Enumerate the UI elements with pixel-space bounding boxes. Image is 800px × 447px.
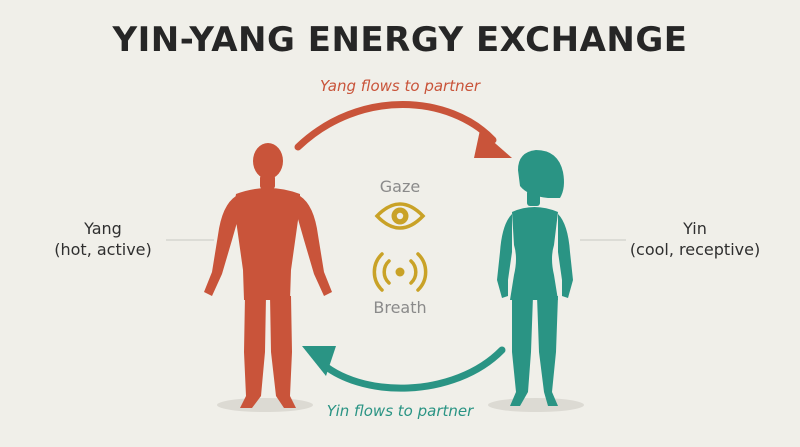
yang-label: Yang (hot, active) (38, 218, 168, 260)
gaze-label: Gaze (379, 177, 421, 196)
broadcast-icon (372, 252, 428, 292)
bottom-arrow-icon (302, 346, 506, 392)
yin-title: Yin (683, 219, 707, 238)
top-flow-label: Yang flows to partner (320, 77, 480, 95)
bottom-flow-label: Yin flows to partner (326, 402, 474, 420)
eye-icon (374, 202, 426, 230)
yin-subtitle: (cool, receptive) (629, 240, 761, 259)
yang-title: Yang (84, 219, 122, 238)
yin-figure-icon (497, 150, 573, 406)
yang-figure-icon (204, 143, 332, 408)
breath-label: Breath (373, 298, 427, 317)
yang-subtitle: (hot, active) (54, 240, 152, 259)
diagram-title: YIN-YANG ENERGY EXCHANGE (112, 20, 688, 60)
yin-label: Yin (cool, receptive) (620, 218, 770, 260)
top-arrow-icon (294, 101, 512, 158)
